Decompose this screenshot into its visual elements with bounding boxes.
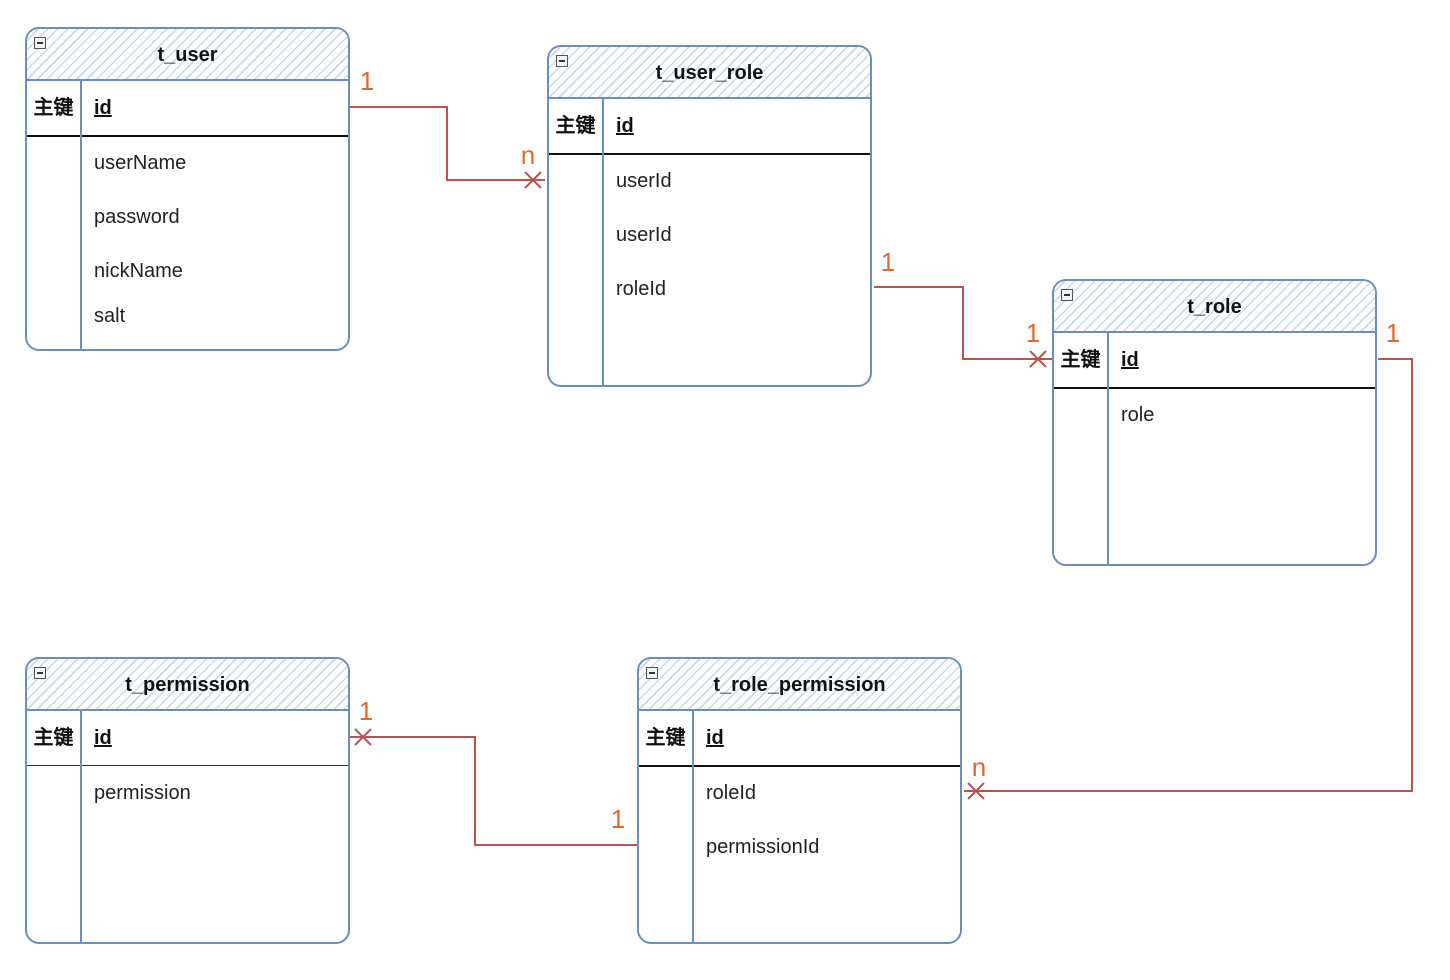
primary-key-field[interactable]: id	[706, 727, 724, 749]
primary-key-row: 主键 id	[549, 99, 870, 155]
primary-key-label: 主键	[555, 115, 596, 137]
field-row[interactable]: userId	[616, 170, 672, 192]
primary-key-label: 主键	[33, 727, 74, 749]
field-row[interactable]: userName	[94, 152, 187, 174]
primary-key-row: 主键 id	[639, 711, 960, 767]
table-header: t_role_permission	[639, 659, 960, 711]
table-title: t_role	[1187, 296, 1242, 318]
table-header: t_permission	[27, 659, 348, 711]
cross-marker-role	[1029, 350, 1047, 368]
table-t-role[interactable]: t_role 主键 id role	[1052, 279, 1377, 566]
collapse-icon[interactable]	[556, 55, 568, 67]
table-header: t_user_role	[549, 47, 870, 99]
column-divider	[692, 711, 694, 942]
primary-key-field[interactable]: id	[616, 115, 634, 137]
field-row[interactable]: salt	[94, 305, 126, 327]
primary-key-field[interactable]: id	[1121, 349, 1139, 371]
field-row[interactable]: role	[1121, 404, 1155, 426]
table-header: t_role	[1054, 281, 1375, 333]
cardinality-user-role-to-role-side: 1	[880, 247, 896, 277]
primary-key-label: 主键	[645, 727, 686, 749]
cross-marker-user-role	[524, 171, 542, 189]
field-row[interactable]: password	[94, 206, 180, 228]
table-t-user-role[interactable]: t_user_role 主键 id userId userId roleId	[547, 45, 872, 387]
cardinality-role-side: 1	[1025, 318, 1041, 348]
table-t-user[interactable]: t_user 主键 id userName password nickName …	[25, 27, 350, 351]
collapse-icon[interactable]	[34, 37, 46, 49]
primary-key-label: 主键	[1060, 349, 1101, 371]
table-title: t_user	[157, 44, 218, 66]
collapse-icon[interactable]	[34, 667, 46, 679]
column-divider	[80, 81, 82, 349]
field-row[interactable]: roleId	[616, 278, 667, 300]
field-row[interactable]: userId	[616, 224, 672, 246]
column-divider	[80, 711, 82, 942]
cross-marker-permission	[354, 728, 372, 746]
field-row[interactable]: permissionId	[706, 836, 820, 858]
cardinality-role-permission-side: n	[971, 752, 987, 782]
primary-key-label: 主键	[33, 97, 74, 119]
table-title: t_permission	[125, 674, 250, 696]
cardinality-user-side: 1	[359, 66, 375, 96]
rel-role-permission-to-permission-line	[350, 736, 637, 846]
field-row[interactable]: permission	[94, 782, 191, 804]
collapse-icon[interactable]	[646, 667, 658, 679]
primary-key-row: 主键 id	[27, 711, 348, 766]
cardinality-user-role-side: n	[520, 140, 536, 170]
table-t-role-permission[interactable]: t_role_permission 主键 id roleId permissio…	[637, 657, 962, 944]
cross-marker-role-permission	[967, 782, 985, 800]
field-row[interactable]: roleId	[706, 782, 757, 804]
collapse-icon[interactable]	[1061, 289, 1073, 301]
primary-key-field[interactable]: id	[94, 97, 112, 119]
table-title: t_user_role	[655, 62, 764, 84]
table-title: t_role_permission	[713, 674, 886, 696]
table-header: t_user	[27, 29, 348, 81]
column-divider	[1107, 333, 1109, 564]
field-row[interactable]: nickName	[94, 260, 183, 282]
cardinality-role-permission-to-permission-side: 1	[610, 804, 626, 834]
table-t-permission[interactable]: t_permission 主键 id permission	[25, 657, 350, 944]
primary-key-row: 主键 id	[1054, 333, 1375, 389]
primary-key-row: 主键 id	[27, 81, 348, 137]
cardinality-role-to-role-permission-side: 1	[1385, 318, 1401, 348]
primary-key-field[interactable]: id	[94, 727, 112, 749]
column-divider	[602, 99, 604, 385]
cardinality-permission-side: 1	[358, 696, 374, 726]
